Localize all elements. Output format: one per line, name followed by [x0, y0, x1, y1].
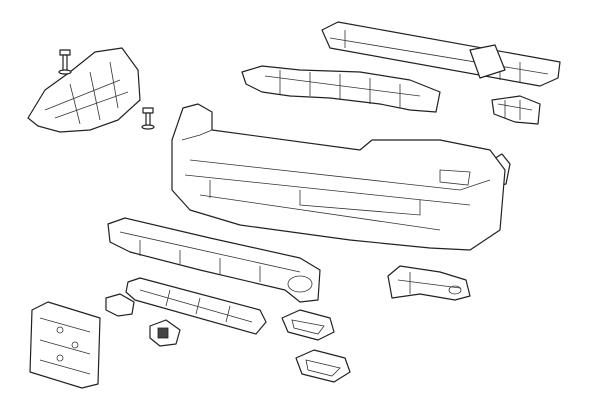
bumper-cover	[171, 103, 506, 251]
bolt-lower	[141, 107, 155, 130]
lamp-bracket-right	[387, 265, 471, 301]
energy-absorber	[241, 65, 441, 113]
exhaust-tip-lower	[295, 349, 351, 383]
bumper-reinforcement-bar	[321, 21, 561, 87]
side-bracket-right	[491, 95, 541, 125]
license-plate-bracket	[29, 301, 101, 389]
exhaust-tip-upper	[281, 309, 335, 341]
splash-shield-left	[27, 47, 141, 133]
retainer-clip	[105, 293, 135, 317]
lower-grille	[125, 277, 267, 335]
bolt-upper	[58, 49, 72, 75]
tow-hook-cover	[149, 319, 181, 347]
lower-valance	[107, 217, 321, 303]
